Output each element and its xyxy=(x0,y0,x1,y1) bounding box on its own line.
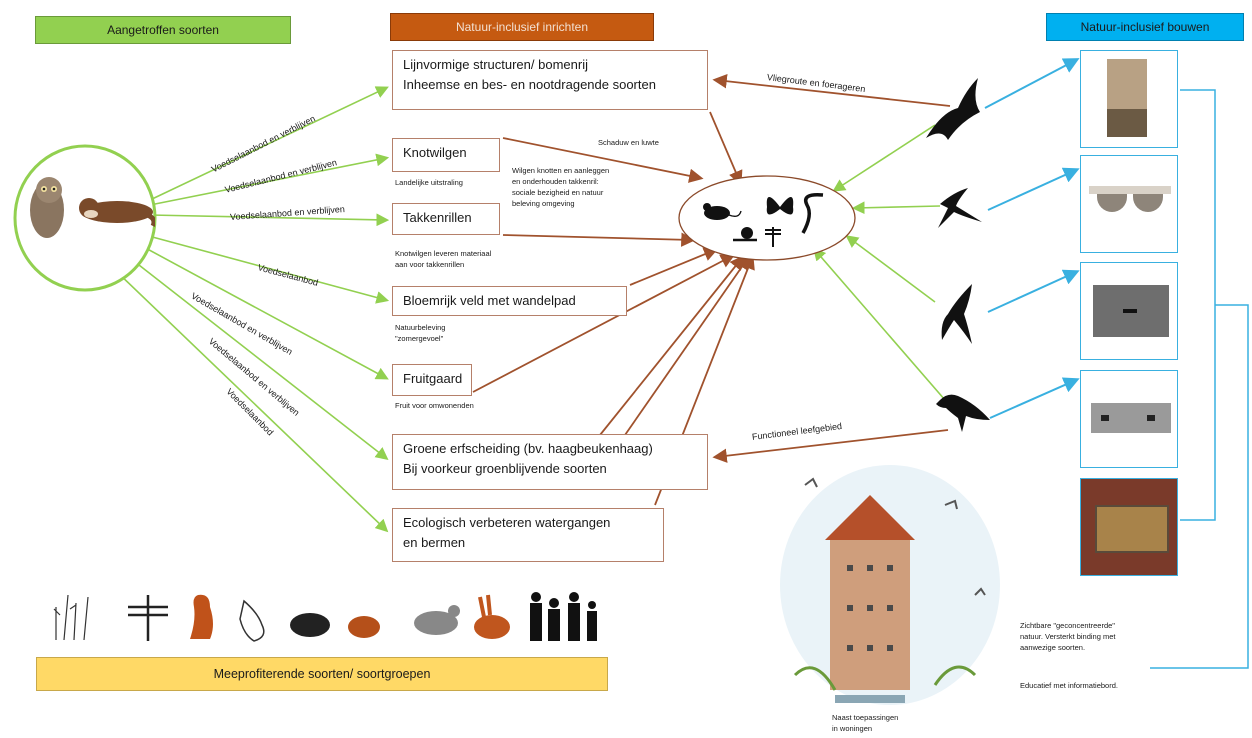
partridge-icon xyxy=(414,605,460,635)
note-zicht-2: natuur. Versterkt binding met xyxy=(1020,632,1116,641)
people-icon xyxy=(530,592,597,641)
jackdaw-icon xyxy=(936,394,990,432)
note-wilgen-4: beleving omgeving xyxy=(512,199,575,208)
note-knot-1: Knotwilgen leveren materiaal xyxy=(395,249,492,258)
note-educatief: Educatief met informatiebord. xyxy=(1020,681,1118,690)
photo-swallow-nest xyxy=(1080,155,1178,253)
bat-icon xyxy=(926,78,980,140)
note-wilgen-3: sociale bezigheid en natuur xyxy=(512,188,604,197)
bird-orange-icon xyxy=(190,594,213,639)
box-ecologisch-watergangen: Ecologisch verbeteren watergangen en ber… xyxy=(392,508,664,562)
note-knot-2: aan voor takkenrillen xyxy=(395,260,465,269)
box-lijnvormige-line1: Lijnvormige structuren/ bomenrij xyxy=(403,57,588,72)
note-landelijk: Landelijke uitstraling xyxy=(395,178,463,187)
note-naast: Naast toepassingen in woningen xyxy=(832,712,898,734)
rabbit-icon xyxy=(474,594,510,639)
header-aangetroffen-soorten: Aangetroffen soorten xyxy=(35,16,291,44)
photo-nest-box xyxy=(1080,370,1178,468)
box-knotwilgen: Knotwilgen xyxy=(392,138,500,172)
butterfly-icon xyxy=(766,197,794,215)
benefit-species-row xyxy=(53,592,597,642)
note-wilgen: Wilgen knotten en aanleggen en onderhoud… xyxy=(512,165,609,209)
photo-swift-box xyxy=(1080,262,1178,360)
build-species xyxy=(926,78,990,432)
box-groene-line1: Groene erfscheiding (bv. haagbeukenhaag) xyxy=(403,441,653,456)
note-knotwilgen-materiaal: Knotwilgen leveren materiaal aan voor ta… xyxy=(395,248,491,270)
snail-icon xyxy=(733,227,757,242)
header-natuur-inclusief-bouwen: Natuur-inclusief bouwen xyxy=(1046,13,1244,41)
bird-grey-icon xyxy=(239,599,265,642)
hedgehog-icon xyxy=(290,613,330,637)
note-zichtbare: Zichtbare "geconcentreerde" natuur. Vers… xyxy=(1020,620,1115,653)
owl-otter-illustration xyxy=(30,177,155,238)
note-natuur-1: Natuurbeleving xyxy=(395,323,446,332)
note-zicht-3: aanwezige soorten. xyxy=(1020,643,1086,652)
box-bloemrijk-veld: Bloemrijk veld met wandelpad xyxy=(392,286,627,316)
box-takkenrillen: Takkenrillen xyxy=(392,203,500,235)
box-groene-line2: Bij voorkeur groenblijvende soorten xyxy=(403,461,607,476)
dragonfly-icon xyxy=(128,595,168,641)
swallow-icon xyxy=(938,188,982,228)
central-species xyxy=(703,192,824,247)
note-natuurbeleving: Natuurbeleving "zomergevoel" xyxy=(395,322,445,344)
otter-icon xyxy=(79,198,155,227)
note-naast-2: in woningen xyxy=(832,724,873,733)
dragonfly-icon xyxy=(765,227,781,247)
note-zicht-1: Zichtbare "geconcentreerde" xyxy=(1020,621,1115,630)
owl-icon xyxy=(30,177,64,238)
note-natuur-2: "zomergevoel" xyxy=(395,334,444,343)
photo-insect-brick xyxy=(1080,478,1178,576)
note-fruit: Fruit voor omwonenden xyxy=(395,401,474,410)
box-lijnvormige-line2: Inheemse en bes- en nootdragende soorten xyxy=(403,77,656,92)
box-fruitgaard: Fruitgaard xyxy=(392,364,472,396)
note-wilgen-1: Wilgen knotten en aanleggen xyxy=(512,166,610,175)
worm-icon xyxy=(801,192,824,234)
bird-tower-icon xyxy=(780,465,1000,705)
swift-icon xyxy=(941,284,972,344)
box-eco-line1: Ecologisch verbeteren watergangen xyxy=(403,515,611,530)
header-natuur-inclusief-inrichten: Natuur-inclusief inrichten xyxy=(390,13,654,41)
note-naast-1: Naast toepassingen xyxy=(832,713,899,722)
box-groene-erfscheiding: Groene erfscheiding (bv. haagbeukenhaag)… xyxy=(392,434,708,490)
note-schaduw: Schaduw en luwte xyxy=(598,138,659,147)
header-meeprofiterende-soorten: Meeprofiterende soorten/ soortgroepen xyxy=(36,657,608,691)
mouse-icon xyxy=(703,203,742,220)
box-lijnvormige-structuren: Lijnvormige structuren/ bomenrij Inheems… xyxy=(392,50,708,110)
toad-icon xyxy=(348,616,380,638)
photo-bat-box xyxy=(1080,50,1178,148)
note-wilgen-2: en onderhouden takkenril: xyxy=(512,177,599,186)
box-eco-line2: en bermen xyxy=(403,535,466,550)
plants-icon xyxy=(53,594,89,641)
